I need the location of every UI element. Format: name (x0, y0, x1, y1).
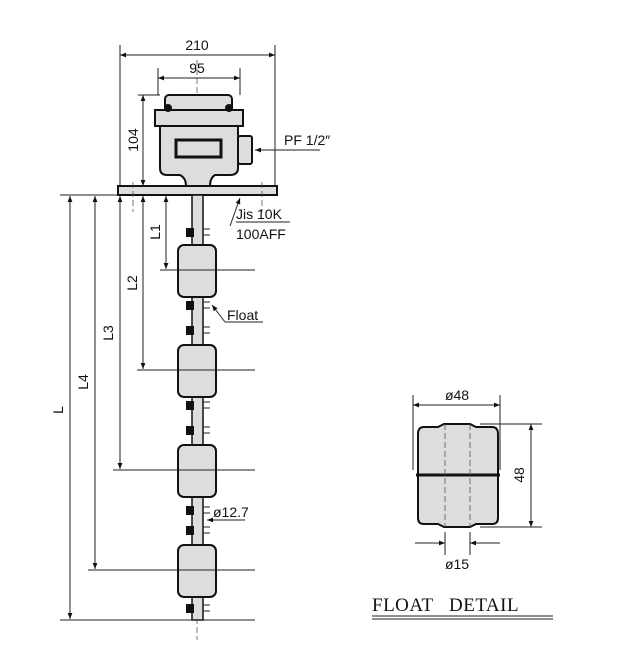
float-4 (177, 544, 217, 598)
floats (177, 244, 217, 598)
housing (154, 94, 253, 187)
stop-collars (186, 228, 210, 613)
float-height: 48 (511, 467, 527, 483)
flange-size: 100AFF (236, 226, 286, 242)
dim-104: 104 (125, 128, 141, 152)
float-outer-diameter: ø48 (445, 387, 469, 403)
dim-L: L (50, 406, 66, 414)
flange-standard: Jis 10K (236, 206, 283, 222)
float-1 (177, 244, 217, 298)
float-detail-title: FLOAT DETAIL (372, 595, 519, 616)
dim-210: 210 (185, 37, 209, 53)
conduit-label: PF 1/2″ (284, 132, 330, 148)
float-2 (177, 344, 217, 398)
flange (117, 185, 278, 196)
float-label: Float (227, 307, 258, 323)
float-3 (177, 444, 217, 498)
float-inner-diameter: ø15 (445, 556, 469, 572)
dim-L3: L3 (100, 325, 116, 341)
dim-L1: L1 (147, 224, 163, 240)
dim-95: 95 (189, 60, 205, 76)
rod-diameter: ø12.7 (213, 504, 249, 520)
dim-L2: L2 (124, 275, 140, 291)
float-detail: ø48 48 ø15 (412, 387, 542, 572)
dim-L4: L4 (75, 374, 91, 390)
